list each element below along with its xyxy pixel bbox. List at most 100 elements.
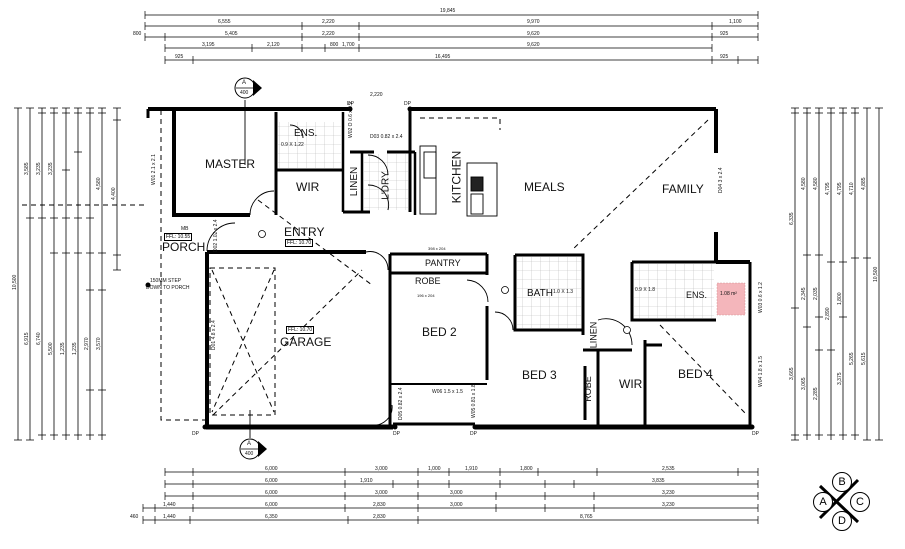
dim-top: 925 <box>720 31 729 37</box>
room-label-linen-2: LINEN <box>588 321 599 349</box>
dim-left: 5,500 <box>48 342 54 355</box>
room-label-meals: MEALS <box>524 180 565 194</box>
dim-bottom: 1,000 <box>428 466 441 472</box>
dim-bottom: 3,000 <box>450 502 463 508</box>
robe-door-size: 196 x 204 <box>417 293 435 298</box>
downpipes <box>145 106 755 430</box>
dim-top: 1,700 <box>342 42 355 48</box>
garage-floor-level: FFL: 10.70 <box>286 326 315 334</box>
dim-left: 10,500 <box>12 274 18 290</box>
dim-bottom: 6,350 <box>265 514 278 520</box>
door-tag-d03: D03 0.82 x 2.4 <box>370 134 403 140</box>
dim-right: 4,795 <box>825 182 831 195</box>
door-tag-d05: D05 0.82 x 2.4 <box>398 387 404 420</box>
dashed-lines <box>22 110 746 421</box>
dim-bottom: 8,765 <box>580 514 593 520</box>
dim-left: 3,235 <box>48 162 54 175</box>
door-swings <box>206 124 633 426</box>
room-label-bed3: BED 3 <box>522 368 557 382</box>
window-tag-w01: W01 2.1 x 2.1 <box>151 154 157 185</box>
window-tag-w05: W05 0.81 x 1.8 <box>471 384 477 418</box>
dim-bottom: 2,830 <box>373 514 386 520</box>
dim-bottom: 3,230 <box>662 490 675 496</box>
smoke-detectors <box>258 230 631 334</box>
dim-top: 5,405 <box>225 31 238 37</box>
interior-walls <box>274 109 716 425</box>
pantry-door-size: 398 x 204 <box>428 246 446 251</box>
dim-top: 16,495 <box>435 54 451 60</box>
dim-bottom: 1,910 <box>465 466 478 472</box>
downpipe-label: DP <box>192 431 199 437</box>
dim-left: 3,570 <box>96 337 102 350</box>
dim-left: 4,400 <box>111 187 117 200</box>
right-dimension-lines <box>791 107 883 441</box>
dim-right: 2,890 <box>825 307 831 320</box>
dim-right: 3,665 <box>789 367 795 380</box>
dim-top: 9,620 <box>527 42 540 48</box>
dim-right: 2,345 <box>801 287 807 300</box>
room-label-robe-2: ROBE <box>582 376 593 402</box>
ensuite2-area: 1.08 m² <box>720 291 737 297</box>
dim-right: 6,335 <box>789 212 795 225</box>
elevation-d: D <box>832 511 852 531</box>
dim-right: 4,580 <box>813 177 819 190</box>
door-tag-d04: D04 3 x 2.4 <box>718 167 724 193</box>
dim-bottom: 3,000 <box>375 490 388 496</box>
section-marker-letter: A <box>247 441 252 447</box>
room-label-family: FAMILY <box>662 182 704 196</box>
section-marker-sheet: 400 <box>245 451 254 457</box>
dim-right: 3,375 <box>837 372 843 385</box>
dim-top-overall: 19,845 <box>440 8 456 14</box>
dim-top: 2,220 <box>322 31 335 37</box>
dim-right: 5,265 <box>849 352 855 365</box>
downpipe-label: DP <box>393 431 400 437</box>
dim-bottom: 6,000 <box>265 466 278 472</box>
room-label-ensuite-2: ENS. <box>686 290 708 300</box>
room-label-wir: WIR <box>296 180 320 194</box>
bottom-dimension-lines <box>142 468 759 524</box>
dim-bottom: 6,000 <box>265 502 278 508</box>
section-marker-letter: A <box>242 80 247 86</box>
exterior-walls <box>146 107 752 430</box>
dim-right: 10,500 <box>873 266 879 282</box>
dim-bottom: 460 <box>130 514 139 520</box>
dim-top: 9,620 <box>527 31 540 37</box>
top-inner-dimension: 2,220 <box>370 92 383 98</box>
dim-right: 5,615 <box>861 352 867 365</box>
dim-top: 925 <box>720 54 729 60</box>
dim-bottom: 2,830 <box>373 502 386 508</box>
dim-left: 4,580 <box>96 177 102 190</box>
room-label-pantry: PANTRY <box>425 258 461 268</box>
room-label-laundry: L'DRY <box>380 171 392 200</box>
room-label-robe: ROBE <box>415 276 441 286</box>
ensuite2-tiles <box>634 264 714 318</box>
dim-top: 9,970 <box>527 19 540 25</box>
downpipe-label: DP <box>404 101 411 107</box>
meter-box-label: MB <box>181 226 189 232</box>
kitchen-fixtures <box>419 145 498 217</box>
dim-bottom: 1,910 <box>360 478 373 484</box>
section-marker-sheet: 400 <box>240 90 249 96</box>
door-tag-d02: D02 1.02 x 2.4 <box>213 219 219 252</box>
dim-top: 1,100 <box>729 19 742 25</box>
room-label-wir-2: WIR <box>619 377 643 391</box>
downpipe-label: DP <box>347 101 354 107</box>
dim-bottom: 3,230 <box>662 502 675 508</box>
dim-left: 1,235 <box>60 342 66 355</box>
elevation-b: B <box>832 472 852 492</box>
dim-left: 3,585 <box>24 162 30 175</box>
porch-floor-level: FFL: 10.55 <box>164 233 193 241</box>
dim-bottom: 1,440 <box>163 514 176 520</box>
room-label-kitchen: KITCHEN <box>449 150 464 204</box>
dim-bottom: 3,000 <box>375 466 388 472</box>
dim-top: 3,195 <box>202 42 215 48</box>
window-tag-w04: W04 1.8 x 1.5 <box>758 356 764 387</box>
dim-top: 800 <box>330 42 339 48</box>
dim-bottom: 1,800 <box>520 466 533 472</box>
dim-bottom: 6,000 <box>265 490 278 496</box>
window-tag-w02: W02 O 0.6 x 0.9 <box>348 101 354 138</box>
ensuite-shower-size: 0.9 X 1.22 <box>281 142 304 148</box>
section-marker-bottom <box>239 410 267 460</box>
room-label-porch: PORCH <box>162 240 206 254</box>
top-dimension-lines <box>144 11 759 64</box>
